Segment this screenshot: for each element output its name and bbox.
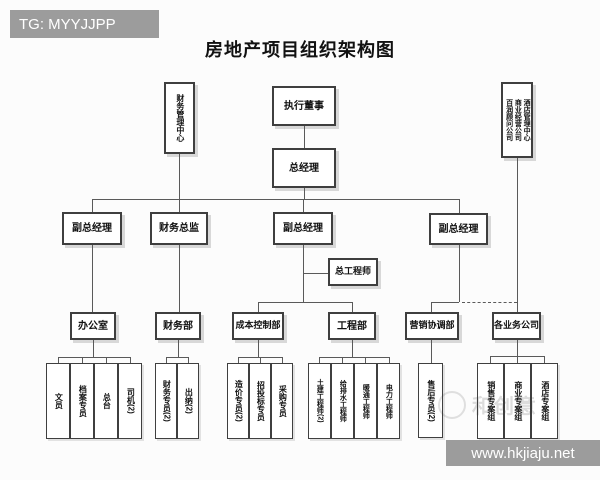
top-banner: TG: MYYJJPP	[10, 10, 159, 38]
connector-line	[304, 126, 305, 148]
connector-line	[342, 357, 343, 363]
connector-line	[319, 357, 389, 358]
node-staff-finance-specialist: 财务专员(2)	[155, 363, 177, 439]
node-staff-civil-engineer: 土建工程师(2)	[308, 363, 331, 439]
connector-line	[389, 357, 390, 363]
node-finance-director: 财务总监	[150, 212, 208, 245]
page-title: 房地产项目组织架构图	[205, 40, 395, 60]
connector-line	[431, 302, 459, 303]
node-deputy-gm-1: 副总经理	[62, 212, 122, 245]
node-affiliated-companies: 百润顾问公司 商业经营公司 酒店管理中心	[501, 82, 533, 158]
connector-line	[130, 357, 131, 363]
connector-line	[260, 357, 261, 363]
node-staff-procurement-specialist: 采购专员	[271, 363, 293, 439]
node-hotel-management-center: 酒店管理中心	[523, 99, 531, 141]
node-dept-engineering: 工程部	[328, 312, 376, 340]
connector-line	[544, 356, 545, 363]
node-deputy-gm-2: 副总经理	[273, 212, 333, 245]
node-dept-office: 办公室	[70, 312, 116, 340]
connector-line	[166, 357, 188, 358]
connector-line	[82, 357, 83, 363]
connector-line	[92, 199, 460, 200]
node-team-sales: 销售专案组	[477, 363, 504, 439]
node-executive-director: 执行董事	[272, 86, 336, 126]
node-staff-hvac-engineer: 暖通工程师	[354, 363, 377, 439]
node-commercial-company: 商业经营公司	[514, 99, 522, 141]
node-dept-finance: 财务部	[155, 312, 201, 340]
node-staff-cost-estimator: 造价专员(2)	[227, 363, 249, 439]
node-staff-front-desk: 总台	[94, 363, 118, 439]
connector-line	[490, 356, 491, 363]
watermark-logo-icon	[438, 390, 466, 419]
connector-line	[352, 302, 353, 312]
watermark: 和创意	[438, 390, 538, 419]
bottom-banner-url: www.hkjiaju.net	[446, 440, 600, 466]
connector-line	[365, 357, 366, 363]
connector-line	[258, 302, 352, 303]
node-staff-bidding-specialist: 招投标专员	[249, 363, 271, 439]
connector-line	[459, 245, 460, 302]
connector-line	[319, 357, 320, 363]
connector-line	[517, 340, 518, 356]
connector-line	[188, 357, 189, 363]
connector-line	[178, 340, 179, 357]
node-general-manager: 总经理	[272, 148, 336, 188]
node-staff-archives: 档案专员	[70, 363, 94, 439]
connector-line	[58, 357, 59, 363]
connector-line	[238, 357, 239, 363]
connector-line	[303, 273, 328, 274]
connector-line	[92, 199, 93, 212]
connector-line	[517, 158, 518, 312]
connector-line	[106, 357, 107, 363]
connector-line	[462, 302, 517, 303]
connector-line	[517, 356, 518, 363]
node-staff-cashier: 出纳(2)	[177, 363, 199, 439]
connector-line	[58, 357, 130, 358]
connector-line	[93, 340, 94, 357]
connector-line	[282, 357, 283, 363]
connector-line	[352, 340, 353, 357]
node-staff-clerk: 文员	[46, 363, 70, 439]
node-chief-engineer: 总工程师	[328, 258, 378, 286]
connector-line	[431, 302, 432, 312]
watermark-text: 和创意	[472, 396, 538, 418]
connector-line	[179, 245, 180, 312]
node-dept-marketing-coordination: 营销协调部	[405, 312, 459, 340]
node-staff-driver: 司机(2)	[118, 363, 142, 439]
connector-line	[303, 199, 304, 212]
node-dept-business-companies: 各业务公司	[492, 312, 541, 340]
node-consulting-company: 百润顾问公司	[505, 99, 513, 141]
node-deputy-gm-3: 副总经理	[429, 213, 488, 245]
connector-line	[304, 188, 305, 199]
node-dept-cost-control: 成本控制部	[232, 312, 284, 340]
connector-line	[179, 154, 180, 212]
node-finance-management-center: 财务管理中心	[164, 82, 195, 154]
connector-line	[258, 302, 259, 312]
connector-line	[459, 199, 460, 213]
node-team-commercial: 商业专案组	[504, 363, 531, 439]
connector-line	[92, 245, 93, 312]
connector-line	[431, 340, 432, 363]
node-team-hotel: 酒店专案组	[531, 363, 558, 439]
connector-line	[258, 340, 259, 357]
connector-line	[166, 357, 167, 363]
node-staff-plumbing-engineer: 给排水工程师	[331, 363, 354, 439]
node-staff-electrical-engineer: 电力工程师	[377, 363, 400, 439]
